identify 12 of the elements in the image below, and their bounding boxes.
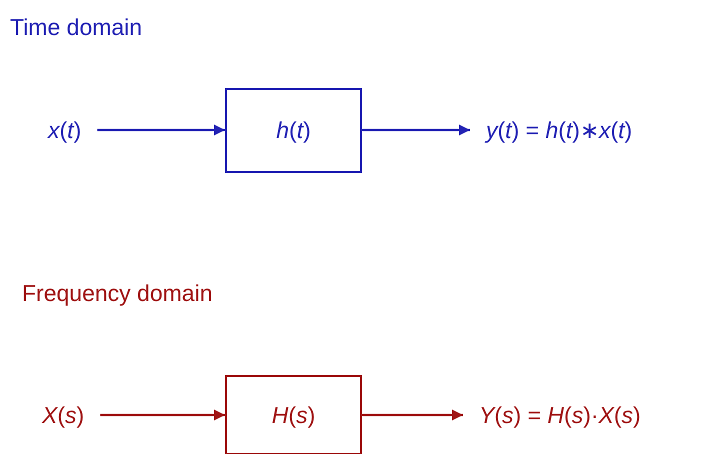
signal-label: Y(s) = H(s)·X(s) <box>479 402 641 428</box>
system-box: H(s) <box>225 375 362 454</box>
arrow <box>100 410 225 420</box>
section-heading: Frequency domain <box>22 280 212 307</box>
section-heading: Time domain <box>10 14 142 41</box>
arrow <box>362 124 470 136</box>
arrow <box>97 124 225 136</box>
signal-label: y(t) = h(t)∗x(t) <box>486 116 632 144</box>
arrow <box>362 410 463 420</box>
signal-label: x(t) <box>48 116 82 144</box>
signal-label: X(s) <box>42 402 84 428</box>
system-box: h(t) <box>225 88 362 172</box>
